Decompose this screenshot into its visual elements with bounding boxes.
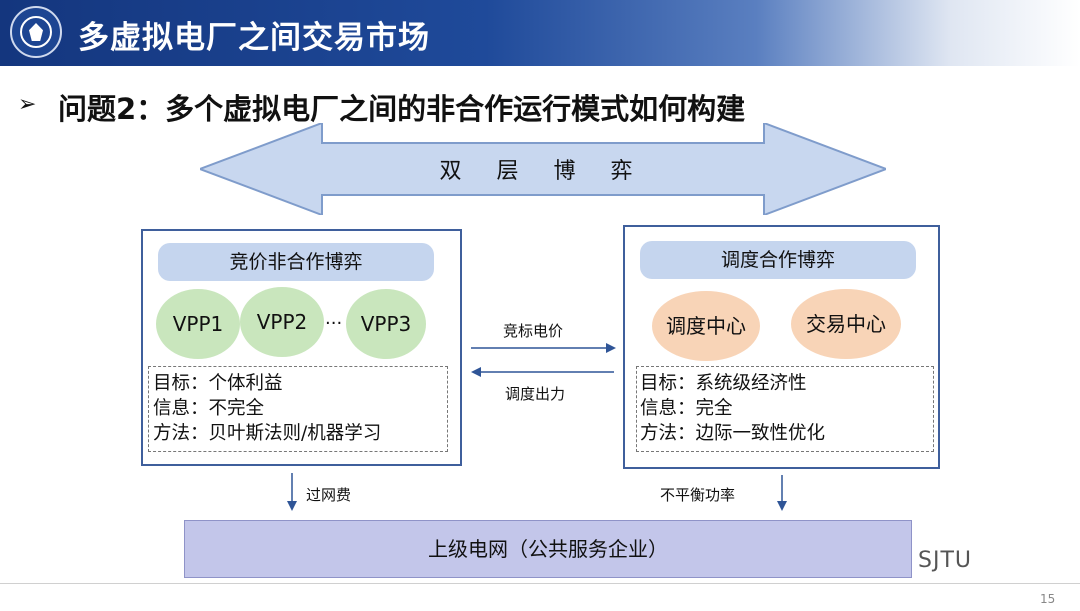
footer-divider	[0, 583, 1080, 584]
vpp2-node: VPP2	[240, 287, 324, 357]
dispatch-output-label: 调度出力	[505, 385, 566, 403]
bilevel-double-arrow	[200, 123, 886, 215]
right-information: 信息：完全	[640, 398, 733, 419]
right-method: 方法：边际一致性优化	[640, 423, 826, 444]
sjtu-watermark: SJTU	[918, 548, 972, 573]
dispatch-center-node: 调度中心	[652, 291, 760, 361]
trading-center-node: 交易中心	[791, 289, 901, 359]
left-goal: 目标：个体利益	[153, 373, 283, 394]
vpp3-node: VPP3	[346, 289, 426, 359]
question-heading: 问题2：多个虚拟电厂之间的非合作运行模式如何构建	[58, 92, 746, 126]
noncooperative-game-title: 竞价非合作博弈	[158, 243, 434, 281]
left-information: 信息：不完全	[153, 398, 265, 419]
left-method: 方法：贝叶斯法则/机器学习	[153, 423, 382, 444]
cooperative-game-title: 调度合作博弈	[640, 241, 916, 279]
university-seal-icon	[10, 6, 62, 58]
network-fee-label: 过网费	[306, 486, 352, 504]
upper-grid-bar: 上级电网（公共服务企业）	[184, 520, 912, 578]
imbalance-power-label: 不平衡功率	[660, 486, 736, 504]
slide-title: 多虚拟电厂之间交易市场	[78, 20, 430, 56]
right-info-box	[636, 366, 934, 452]
title-banner	[0, 0, 1080, 66]
vpp-ellipsis: ···	[325, 313, 343, 334]
left-info-text: 目标：个体利益 信息：不完全 方法：贝叶斯法则/机器学习	[153, 371, 381, 446]
right-info-text: 目标：系统级经济性 信息：完全 方法：边际一致性优化	[640, 371, 825, 446]
page-number: 15	[1040, 592, 1056, 606]
bid-price-label: 竞标电价	[503, 322, 564, 340]
bilevel-game-label: 双 层 博 弈	[439, 159, 647, 184]
bullet-arrow-icon: ➢	[18, 92, 37, 117]
vpp1-node: VPP1	[156, 289, 240, 359]
left-info-box	[148, 366, 448, 452]
right-goal: 目标：系统级经济性	[640, 373, 807, 394]
